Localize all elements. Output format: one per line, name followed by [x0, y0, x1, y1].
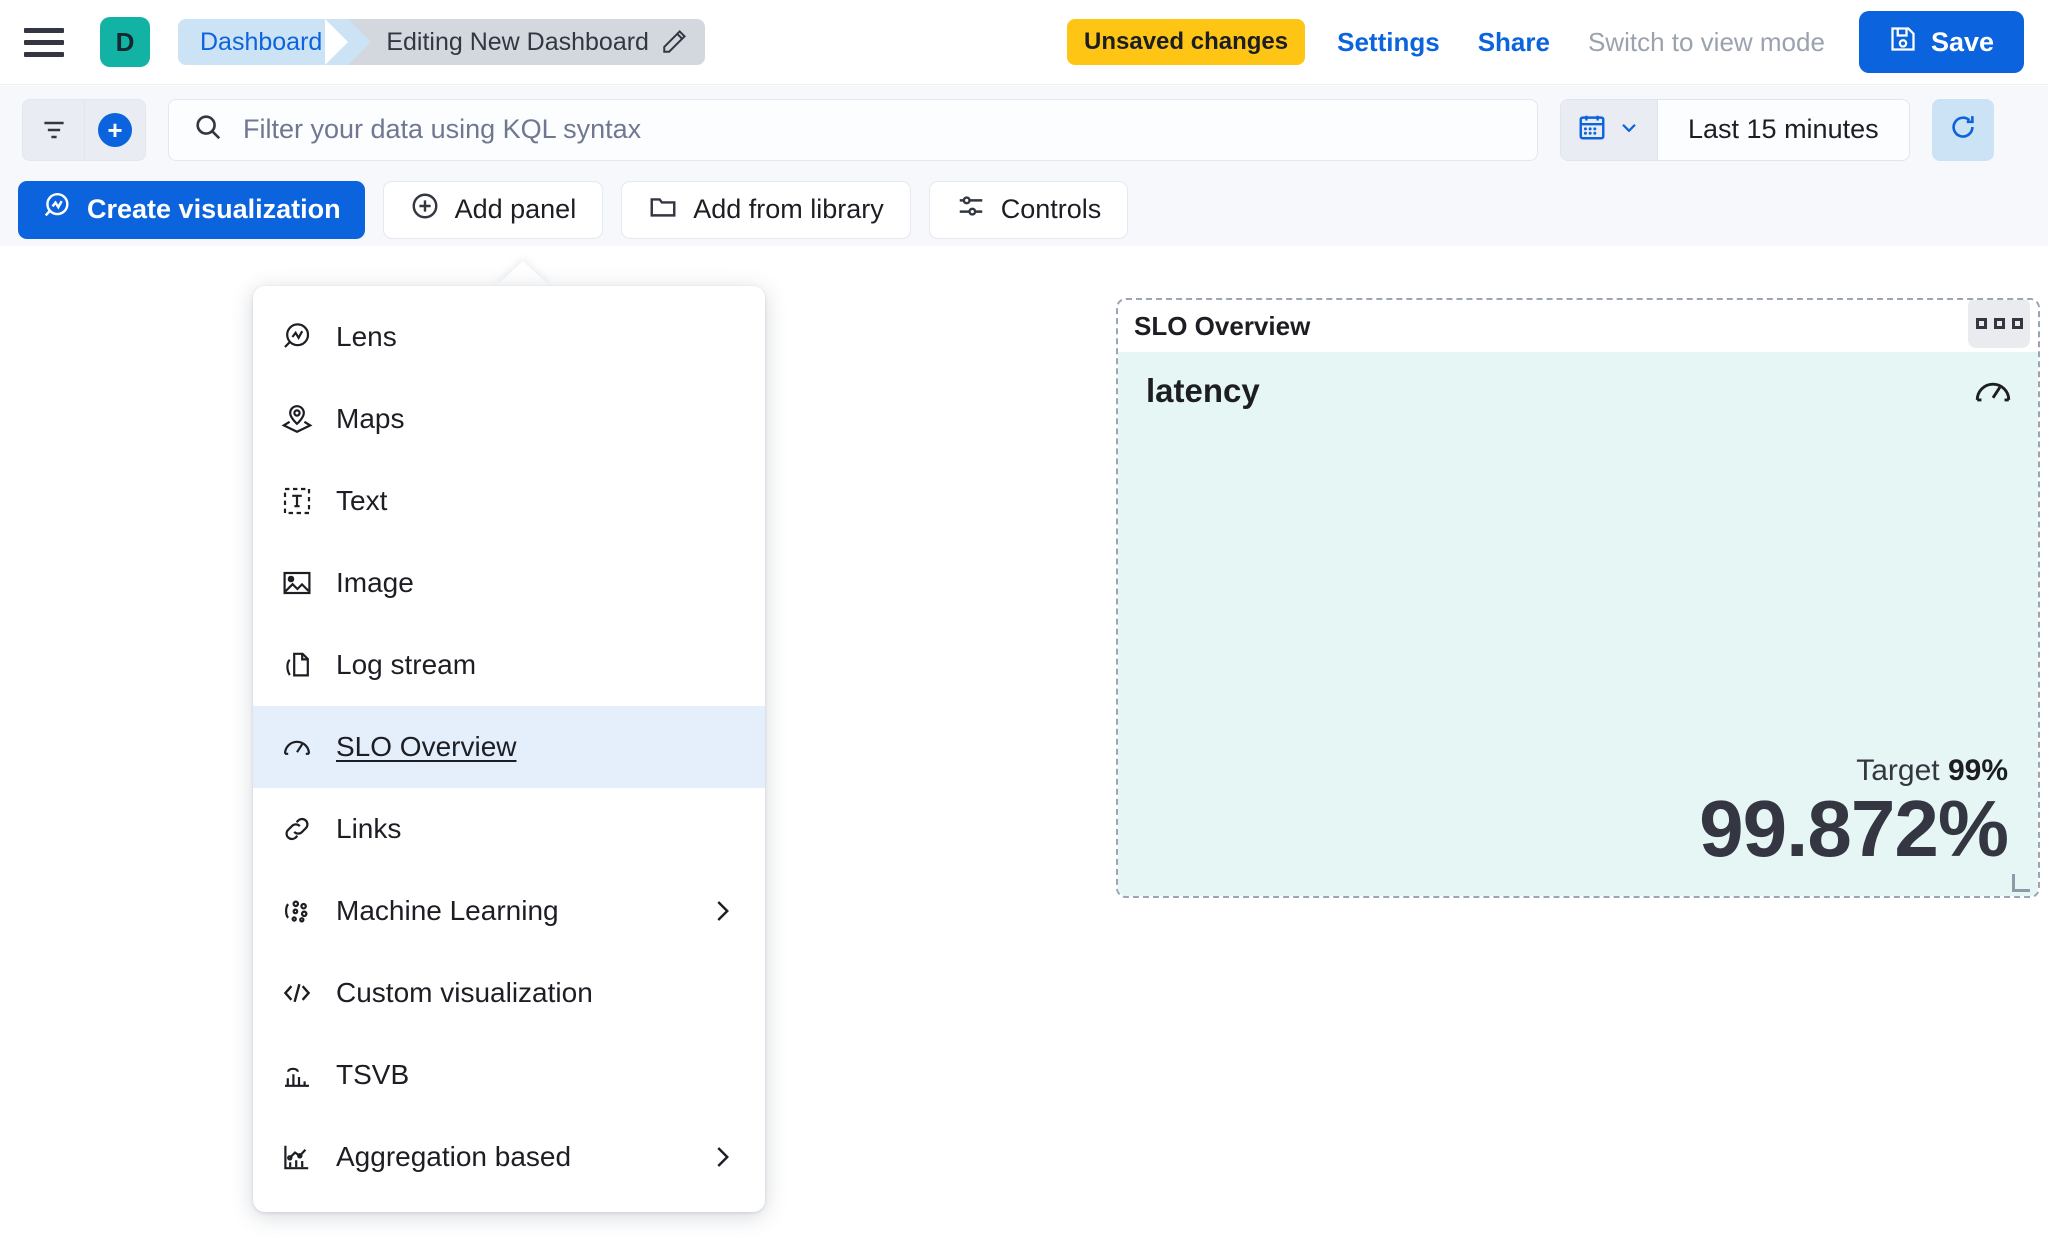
add-panel-label: Add panel — [454, 194, 577, 224]
chevron-down-icon — [1617, 115, 1641, 144]
menu-item-custom-visualization[interactable]: Custom visualization — [253, 952, 765, 1034]
add-from-library-label: Add from library — [693, 194, 884, 224]
switch-to-view-mode-link[interactable]: Switch to view mode — [1587, 26, 1825, 57]
share-link[interactable]: Share — [1477, 26, 1550, 57]
chevron-right-icon — [707, 896, 737, 926]
menu-item-label: Image — [336, 567, 414, 598]
breadcrumb-editing-label: Editing New Dashboard — [386, 27, 649, 56]
link-icon — [280, 812, 314, 846]
menu-item-links[interactable]: Links — [253, 788, 765, 870]
filter-button-group: + — [22, 98, 146, 161]
save-button-label: Save — [1930, 26, 1994, 57]
slo-target-label: Target — [1856, 754, 1940, 788]
menu-item-label: Aggregation based — [336, 1141, 572, 1172]
menu-item-label: Custom visualization — [336, 977, 593, 1008]
pencil-icon[interactable] — [661, 29, 687, 55]
slo-panel-body: latency Target 99% 99.872% — [1118, 352, 2038, 896]
menu-item-label: Links — [336, 813, 402, 844]
menu-item-image[interactable]: Image — [253, 542, 765, 624]
space-avatar-initial: D — [115, 26, 135, 57]
editor-toolbar: Create visualization Add panel Add from … — [0, 173, 2048, 246]
menu-item-label: SLO Overview — [336, 731, 517, 762]
refresh-button[interactable] — [1931, 98, 1994, 161]
code-icon — [280, 976, 314, 1010]
slo-name: latency — [1146, 372, 1260, 409]
menu-item-label: Text — [336, 485, 388, 516]
menu-item-label: TSVB — [336, 1059, 410, 1090]
add-from-library-button[interactable]: Add from library — [621, 180, 911, 239]
plus-circle-icon — [410, 191, 440, 228]
chevron-right-icon — [707, 1142, 737, 1172]
space-avatar[interactable]: D — [100, 17, 150, 67]
settings-link[interactable]: Settings — [1337, 26, 1440, 57]
ml-icon — [280, 894, 314, 928]
menu-item-label: Lens — [336, 321, 397, 352]
add-filter-button[interactable]: + — [84, 98, 146, 161]
resize-handle-icon[interactable] — [2012, 874, 2030, 892]
save-button[interactable]: Save — [1858, 11, 2024, 73]
menu-item-machine-learning[interactable]: Machine Learning — [253, 870, 765, 952]
menu-item-slo-overview[interactable]: SLO Overview — [253, 706, 765, 788]
slo-sli-value: 99.872% — [1699, 784, 2009, 874]
add-panel-button[interactable]: Add panel — [382, 180, 604, 239]
gauge-icon — [1972, 370, 2014, 417]
folder-icon — [648, 191, 678, 228]
hamburger-menu-icon[interactable] — [24, 20, 68, 64]
time-range-value[interactable]: Last 15 minutes — [1658, 99, 1909, 160]
panel-title: SLO Overview — [1134, 310, 1311, 341]
slo-overview-panel[interactable]: SLO Overview latency Target 99% 99.872% — [1116, 298, 2040, 898]
refresh-icon — [1948, 112, 1978, 147]
menu-item-label: Machine Learning — [336, 895, 559, 926]
text-box-icon — [280, 484, 314, 518]
menu-item-aggregation-based[interactable]: Aggregation based — [253, 1116, 765, 1198]
save-disk-icon — [1889, 25, 1917, 60]
gauge-icon — [280, 730, 314, 764]
tsvb-icon — [280, 1058, 314, 1092]
plus-circle-icon: + — [98, 112, 132, 147]
lens-icon — [42, 191, 72, 228]
lens-icon — [280, 320, 314, 354]
query-bar: + Filter your data using KQL syntax — [0, 86, 2048, 173]
map-marker-icon — [280, 402, 314, 436]
panel-context-menu-icon[interactable] — [1968, 300, 2030, 348]
date-picker-group: Last 15 minutes — [1560, 98, 1910, 161]
menu-item-log-stream[interactable]: Log stream — [253, 624, 765, 706]
filter-icon[interactable] — [22, 98, 84, 161]
menu-item-text[interactable]: Text — [253, 460, 765, 542]
search-icon — [193, 112, 223, 147]
breadcrumb-editing[interactable]: Editing New Dashboard — [325, 19, 705, 65]
menu-item-label: Log stream — [336, 649, 477, 680]
search-input-placeholder: Filter your data using KQL syntax — [243, 114, 642, 144]
create-visualization-label: Create visualization — [87, 194, 341, 224]
sliders-icon — [956, 191, 986, 228]
menu-item-lens[interactable]: Lens — [253, 296, 765, 378]
calendar-icon — [1577, 112, 1607, 147]
breadcrumb-dashboard-label: Dashboard — [200, 27, 323, 56]
panel-header: SLO Overview — [1118, 300, 2038, 352]
menu-item-maps[interactable]: Maps — [253, 378, 765, 460]
slo-target: Target 99% — [1699, 754, 2008, 788]
log-stream-icon — [280, 648, 314, 682]
slo-metrics: Target 99% 99.872% — [1699, 754, 2009, 874]
top-header: D Dashboard Editing New Dashboard Unsave… — [0, 0, 2048, 85]
menu-item-tsvb[interactable]: TSVB — [253, 1034, 765, 1116]
breadcrumb-dashboard[interactable]: Dashboard — [178, 19, 372, 65]
slo-target-value: 99% — [1947, 754, 2008, 788]
popover-arrow — [495, 261, 551, 287]
controls-label: Controls — [1000, 194, 1102, 224]
breadcrumb: Dashboard Editing New Dashboard — [178, 19, 705, 65]
calendar-quick-select-button[interactable] — [1561, 99, 1658, 160]
agg-chart-icon — [280, 1140, 314, 1174]
create-visualization-button[interactable]: Create visualization — [18, 180, 365, 239]
unsaved-changes-badge: Unsaved changes — [1067, 19, 1306, 65]
image-icon — [280, 566, 314, 600]
add-panel-menu: Lens Maps Text Image — [253, 286, 765, 1212]
search-input[interactable]: Filter your data using KQL syntax — [168, 98, 1538, 161]
header-actions: Unsaved changes Settings Share Switch to… — [1067, 11, 2048, 73]
menu-item-label: Maps — [336, 403, 405, 434]
controls-button[interactable]: Controls — [928, 180, 1129, 239]
